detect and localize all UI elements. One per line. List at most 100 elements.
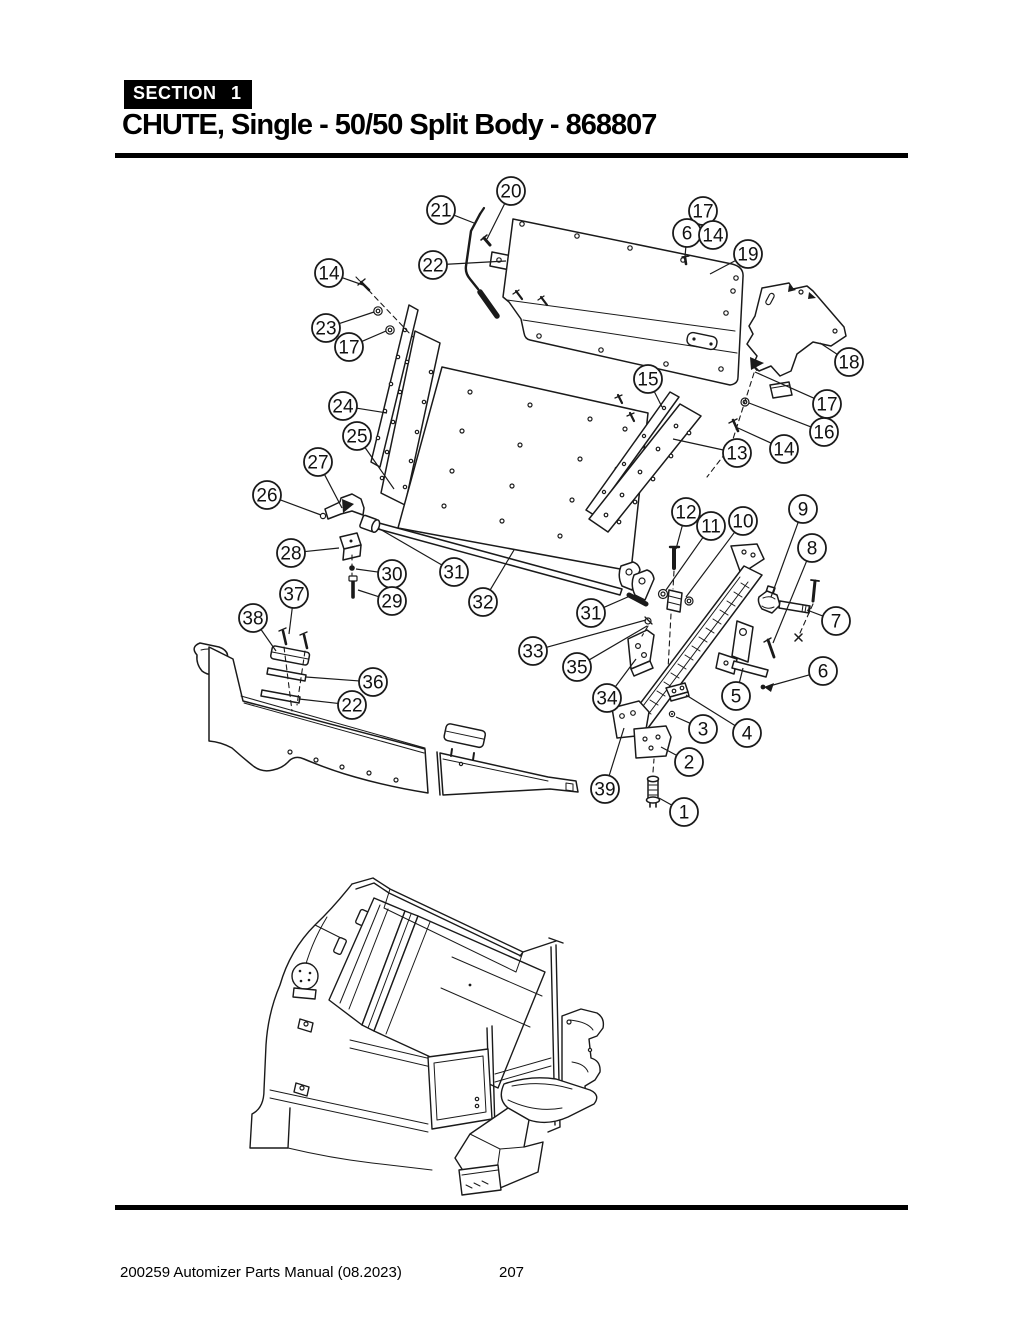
leader-line-32 [489,549,515,591]
callout-38-33: 38 [238,603,268,633]
leader-line-34 [614,658,637,688]
callout-17-3: 17 [688,196,718,226]
callout-number: 17 [816,395,837,416]
leader-line-25 [364,447,395,490]
callout-number: 20 [500,182,521,203]
header-rule [115,153,908,158]
callout-number: 13 [726,444,747,465]
section-badge: SECTION 1 [124,80,252,109]
leader-line-10 [685,531,736,598]
callout-number: 31 [580,604,601,625]
callout-number: 33 [522,642,543,663]
part-guide-bracket [627,616,655,677]
leader-line-31 [377,527,443,566]
callout-number: 35 [566,658,587,679]
page-title: CHUTE, Single - 50/50 Split Body - 86880… [122,109,657,141]
callout-number: 37 [283,585,304,606]
part-side-rail-outer [370,304,419,468]
callout-17-9: 17 [334,332,364,362]
leader-line-6 [765,674,810,688]
callout-number: 7 [831,612,842,633]
callout-2-43: 2 [674,747,704,777]
part-rod [464,206,500,319]
callout-6-4: 6 [672,218,702,248]
part-chute-body [193,642,579,796]
part-floor-panel [397,366,649,572]
callout-number: 29 [381,592,402,613]
callout-number: 15 [637,370,658,391]
callout-number: 19 [737,245,758,266]
callout-number: 1 [679,803,690,824]
leader-line-18 [819,342,838,355]
callout-20-0: 20 [496,176,526,206]
callout-11-26: 11 [696,511,726,541]
callout-9-28: 9 [788,494,818,524]
callout-1-45: 1 [669,797,699,827]
part-pivot-bar [377,522,623,596]
part-side-bracket [746,282,847,399]
callout-number: 18 [838,353,859,374]
callout-21-1: 21 [426,195,456,225]
leader-line-4 [685,694,736,727]
exploded-parts-diagram [193,206,847,808]
part-shoulder-pin [645,775,661,808]
callout-number: 14 [773,440,795,461]
callout-10-27: 10 [728,506,758,536]
callout-13-16: 13 [722,438,752,468]
callout-number: 24 [332,397,354,418]
leader-line-7 [806,609,824,617]
callout-14-5: 14 [698,220,728,250]
callout-30-21: 30 [377,559,407,589]
leader-line-35 [588,625,648,661]
callout-number: 6 [818,662,829,683]
callout-number: 11 [701,517,721,538]
callout-4-42: 4 [732,718,762,748]
callout-14-7: 14 [314,258,344,288]
callout-number: 28 [280,544,301,565]
callout-leader-lines [260,203,838,806]
callout-18-10: 18 [834,347,864,377]
footer-manual-ref: 200259 Automizer Parts Manual (08.2023) [120,1264,402,1281]
leader-line-14 [737,427,772,444]
callout-7-30: 7 [821,606,851,636]
leader-line-26 [279,499,322,516]
callout-number: 14 [702,226,724,247]
callout-12-25: 12 [671,497,701,527]
footer-page-number: 207 [499,1264,525,1281]
part-wear-plate-stack [260,627,311,712]
callout-number: 14 [318,264,340,285]
callout-3-41: 3 [688,714,718,744]
leader-line-17 [361,330,387,342]
callout-39-44: 39 [590,774,620,804]
callout-25-12: 25 [342,421,372,451]
part-bushing-set [657,545,694,689]
callout-number: 25 [346,427,367,448]
leader-line-17 [754,371,815,399]
part-pivot-bracket [319,493,381,599]
callout-number: 21 [430,201,451,222]
callout-33-34: 33 [518,636,548,666]
callout-14-17: 14 [769,434,799,464]
callout-27-18: 27 [303,447,333,477]
leader-line-37 [288,607,293,635]
callout-number: 2 [684,753,695,774]
callout-number: 38 [242,609,263,630]
leader-line-2 [660,746,677,756]
callout-number: 17 [338,338,359,359]
callout-28-20: 28 [276,538,306,568]
part-fasteners-right [706,363,758,478]
callout-number: 26 [256,486,277,507]
callout-number: 22 [341,696,362,717]
leader-line-5 [738,667,744,683]
callout-number: 3 [698,720,709,741]
part-fasteners-left [355,276,414,338]
leader-line-28 [304,547,340,553]
callout-5-39: 5 [721,681,751,711]
callout-32-24: 32 [468,587,498,617]
callout-number: 5 [731,687,742,708]
callout-number: 23 [315,319,336,340]
callout-number: 39 [594,780,615,801]
callout-number: 36 [362,673,383,694]
callout-19-6: 19 [733,239,763,269]
